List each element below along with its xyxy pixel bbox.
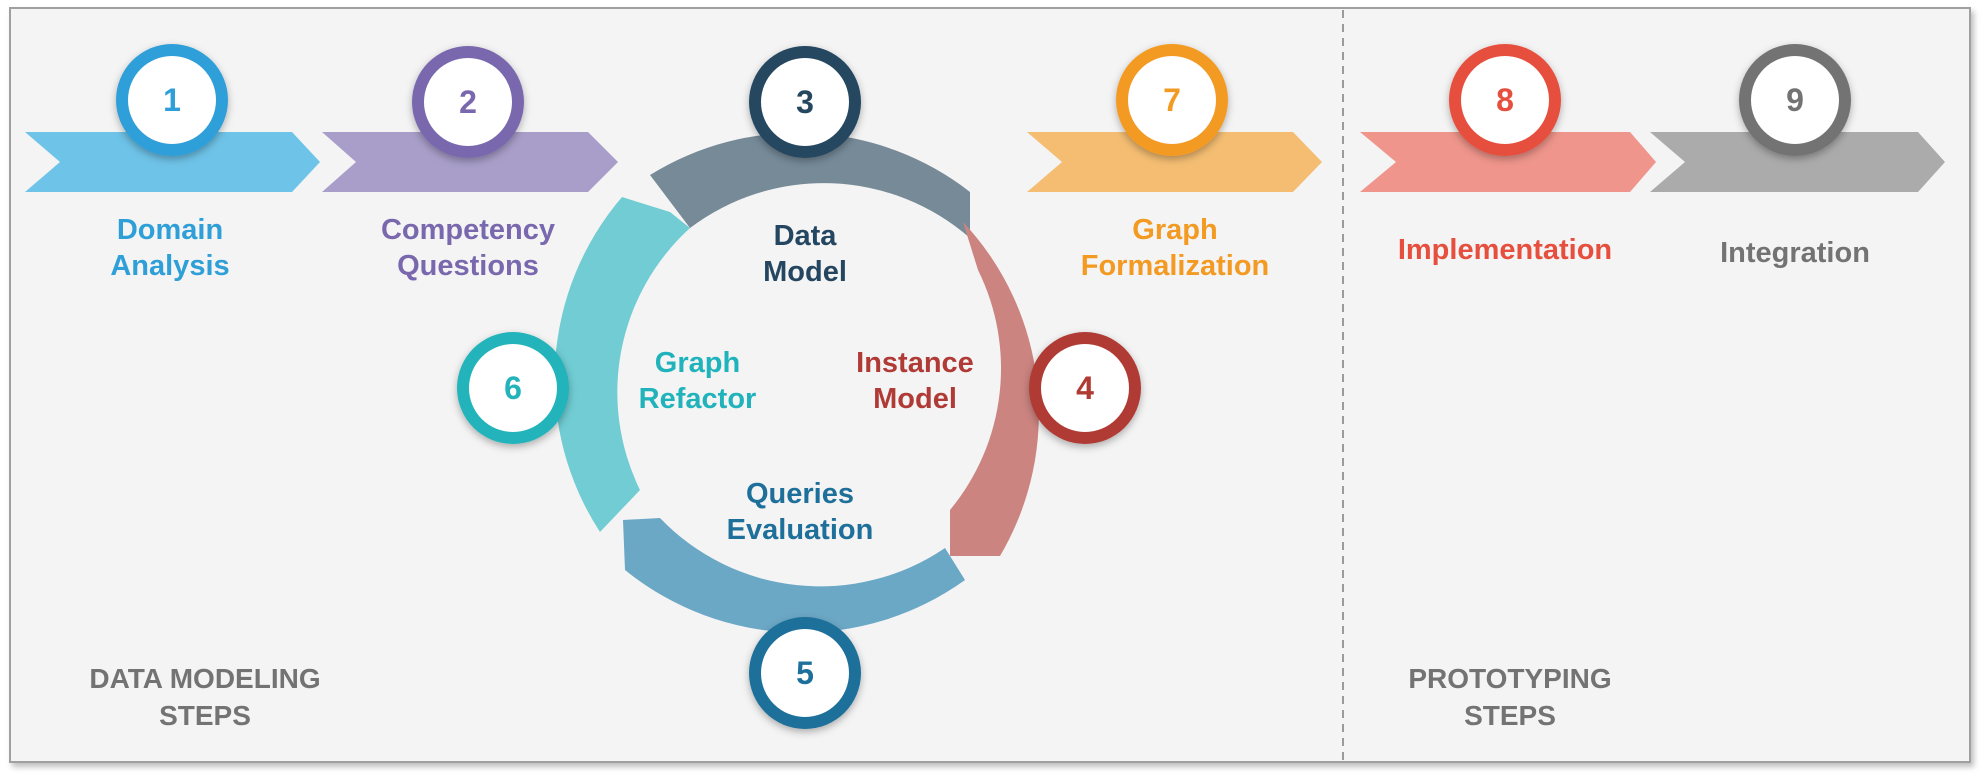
cycle-arrow-data-model bbox=[650, 132, 970, 238]
step-3-number: 3 bbox=[796, 84, 814, 120]
cycle-arrow-queries-evaluation bbox=[623, 518, 965, 633]
step-5-number: 5 bbox=[796, 655, 814, 691]
step-9-number: 9 bbox=[1786, 82, 1804, 118]
step-1-circle: 1 bbox=[116, 44, 228, 156]
step-3-circle: 3 bbox=[749, 46, 861, 158]
step-8-number: 8 bbox=[1496, 82, 1514, 118]
step-9-circle: 9 bbox=[1739, 44, 1851, 156]
step-2-circle: 2 bbox=[412, 46, 524, 158]
cycle-arrow-instance-model bbox=[950, 222, 1039, 556]
step-6-circle: 6 bbox=[457, 332, 569, 444]
step-4-circle: 4 bbox=[1029, 332, 1141, 444]
step-8-arrow bbox=[1360, 132, 1656, 192]
step-5-circle: 5 bbox=[749, 617, 861, 729]
step-7-circle: 7 bbox=[1116, 44, 1228, 156]
step-7-number: 7 bbox=[1163, 82, 1181, 118]
step-2-arrow bbox=[322, 132, 618, 192]
step-1-arrow bbox=[25, 132, 320, 192]
panel-background bbox=[9, 7, 1971, 763]
step-6-number: 6 bbox=[504, 370, 522, 406]
step-7-arrow bbox=[1027, 132, 1322, 192]
step-9-arrow bbox=[1650, 132, 1945, 192]
step-8-label: Implementation bbox=[1397, 234, 1613, 266]
cycle-arrow-graph-refactor bbox=[554, 197, 690, 532]
step-8-circle: 8 bbox=[1449, 44, 1561, 156]
step-2-number: 2 bbox=[459, 84, 477, 120]
step-1-number: 1 bbox=[163, 82, 181, 118]
step-9-label: Integration bbox=[1720, 237, 1870, 269]
step-4-number: 4 bbox=[1076, 370, 1094, 406]
